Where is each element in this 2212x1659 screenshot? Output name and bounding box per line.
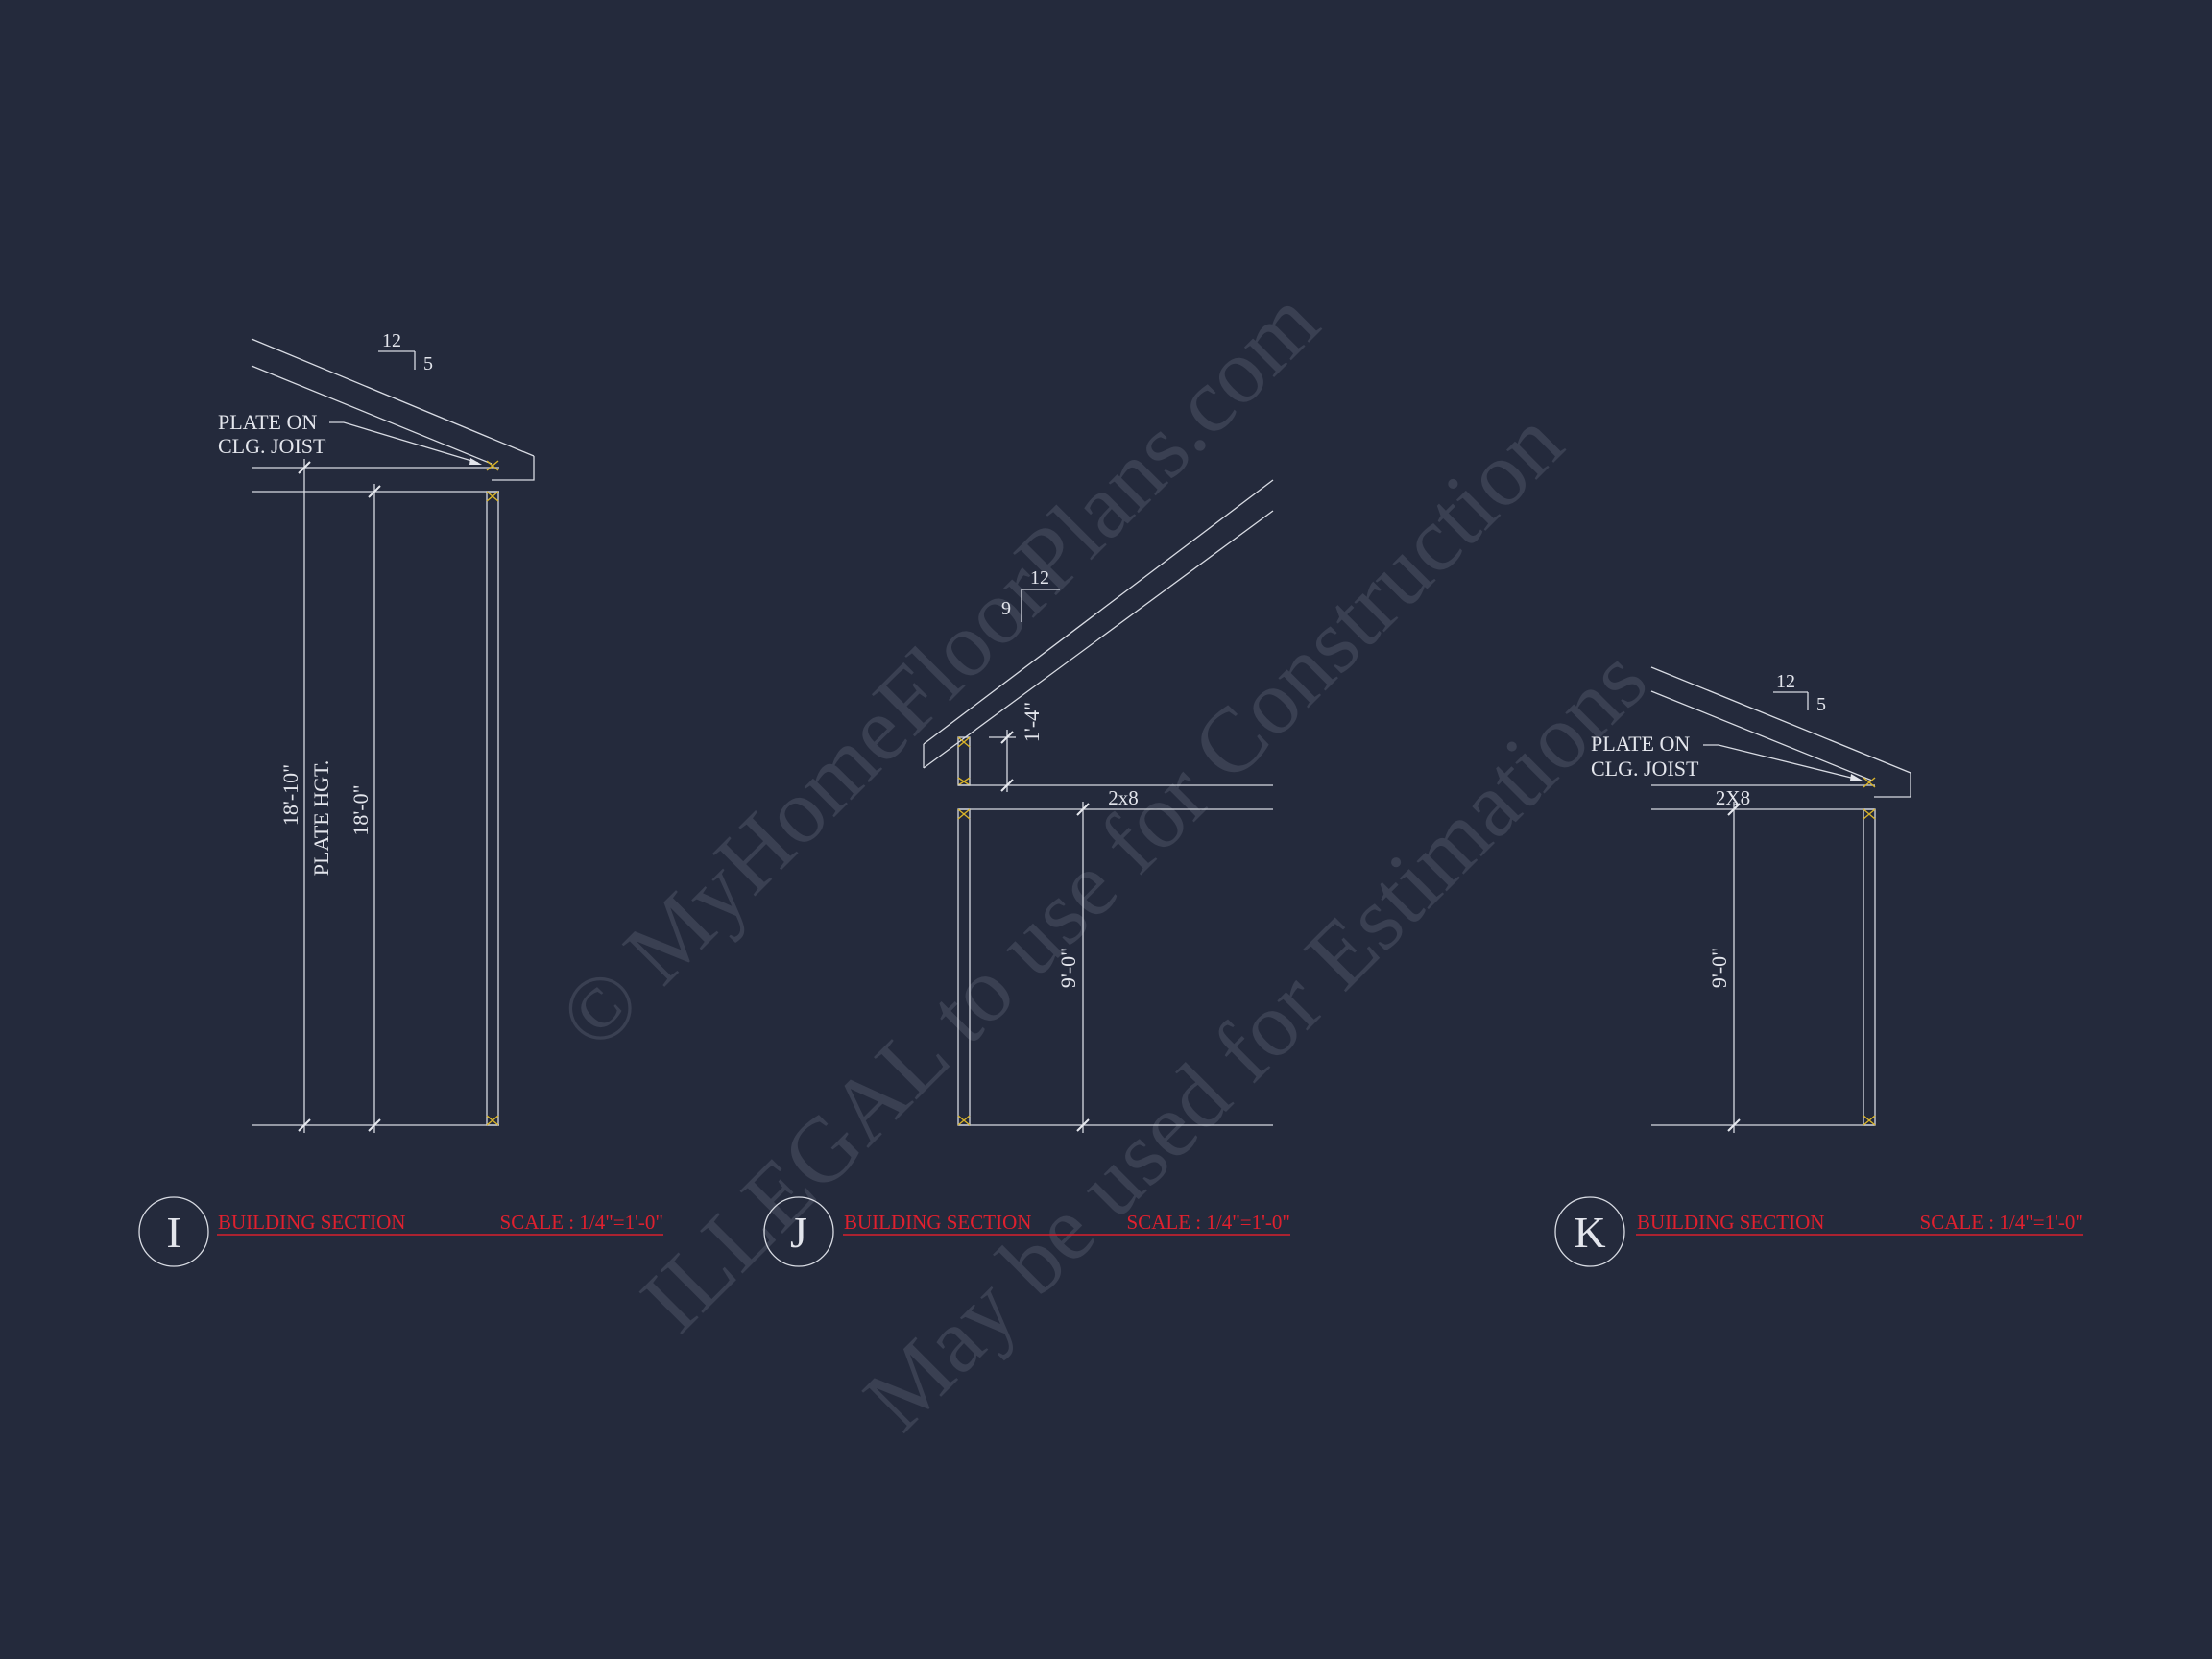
- pitch-rise: 5: [1816, 694, 1826, 715]
- dim-plate-text: 9'-0": [1707, 948, 1731, 988]
- section-i-drawing: 18'-10" PLATE HGT. 18'-0" 12 5 PLATE ON …: [218, 330, 535, 1133]
- watermark: © MyHomeFloorPlans.com ILLEGAL to use fo…: [539, 270, 1666, 1450]
- section-marker-circle: [1554, 1196, 1625, 1267]
- callout-line-2: CLG. JOIST: [218, 434, 326, 458]
- callout-line-1: PLATE ON: [1591, 732, 1690, 756]
- section-marker-circle: [763, 1196, 834, 1267]
- section-scale: SCALE : 1/4"=1'-0": [500, 1211, 663, 1234]
- wall: [957, 808, 971, 1126]
- callout-leader: [1703, 744, 1860, 781]
- section-marker-circle: [138, 1196, 209, 1267]
- section-letter: J: [790, 1208, 807, 1257]
- section-scale: SCALE : 1/4"=1'-0": [1127, 1211, 1290, 1234]
- section-scale: SCALE : 1/4"=1'-0": [1920, 1211, 2083, 1234]
- callout-leader: [329, 421, 479, 464]
- callout-line-2: CLG. JOIST: [1591, 757, 1699, 781]
- roof-top-line: [923, 479, 1274, 745]
- callout-line-1: PLATE ON: [218, 410, 317, 434]
- section-letter: I: [166, 1208, 180, 1257]
- wall: [1863, 808, 1876, 1126]
- watermark-line-1: © MyHomeFloorPlans.com: [539, 270, 1337, 1069]
- section-j-drawing: 1'-4" 2x8 9'-0" 12 9: [923, 479, 1274, 1133]
- roof-fascia: [492, 456, 535, 481]
- roof-bottom-line: [923, 510, 1274, 769]
- pitch-run: 12: [1776, 671, 1795, 692]
- section-letter: K: [1574, 1208, 1605, 1257]
- dim-plate-text: 18'-0": [349, 784, 373, 835]
- pitch-run: 12: [1030, 567, 1049, 589]
- roof-fascia: [1874, 773, 1911, 798]
- wall: [486, 491, 499, 1126]
- section-k-drawing: 2X8 9'-0" 12 5 PLATE ON CLG. JOIST: [1591, 666, 1911, 1133]
- joist-label: 2x8: [1108, 786, 1139, 809]
- section-j-title-block: J BUILDING SECTION SCALE : 1/4"=1'-0": [763, 1196, 1290, 1267]
- roof-bottom-line: [1650, 690, 1873, 781]
- section-k-title-block: K BUILDING SECTION SCALE : 1/4"=1'-0": [1554, 1196, 2083, 1267]
- joist-label: 2X8: [1716, 786, 1750, 809]
- pitch-rise: 9: [1001, 598, 1011, 619]
- pitch-rise: 5: [423, 353, 433, 374]
- section-i-title-block: I BUILDING SECTION SCALE : 1/4"=1'-0": [138, 1196, 663, 1267]
- dim-plate-label: PLATE HGT.: [309, 760, 333, 877]
- pitch-run: 12: [382, 330, 401, 351]
- section-title: BUILDING SECTION: [218, 1211, 405, 1234]
- dim-heel-text: 1'-4": [1020, 702, 1044, 742]
- section-title: BUILDING SECTION: [1637, 1211, 1824, 1234]
- roof-top-line: [251, 338, 535, 457]
- dim-overall-text: 18'-10": [278, 764, 302, 826]
- roof-bottom-line: [251, 365, 493, 465]
- roof-top-line: [1650, 666, 1911, 774]
- dim-plate-text: 9'-0": [1056, 948, 1080, 988]
- section-title: BUILDING SECTION: [844, 1211, 1031, 1234]
